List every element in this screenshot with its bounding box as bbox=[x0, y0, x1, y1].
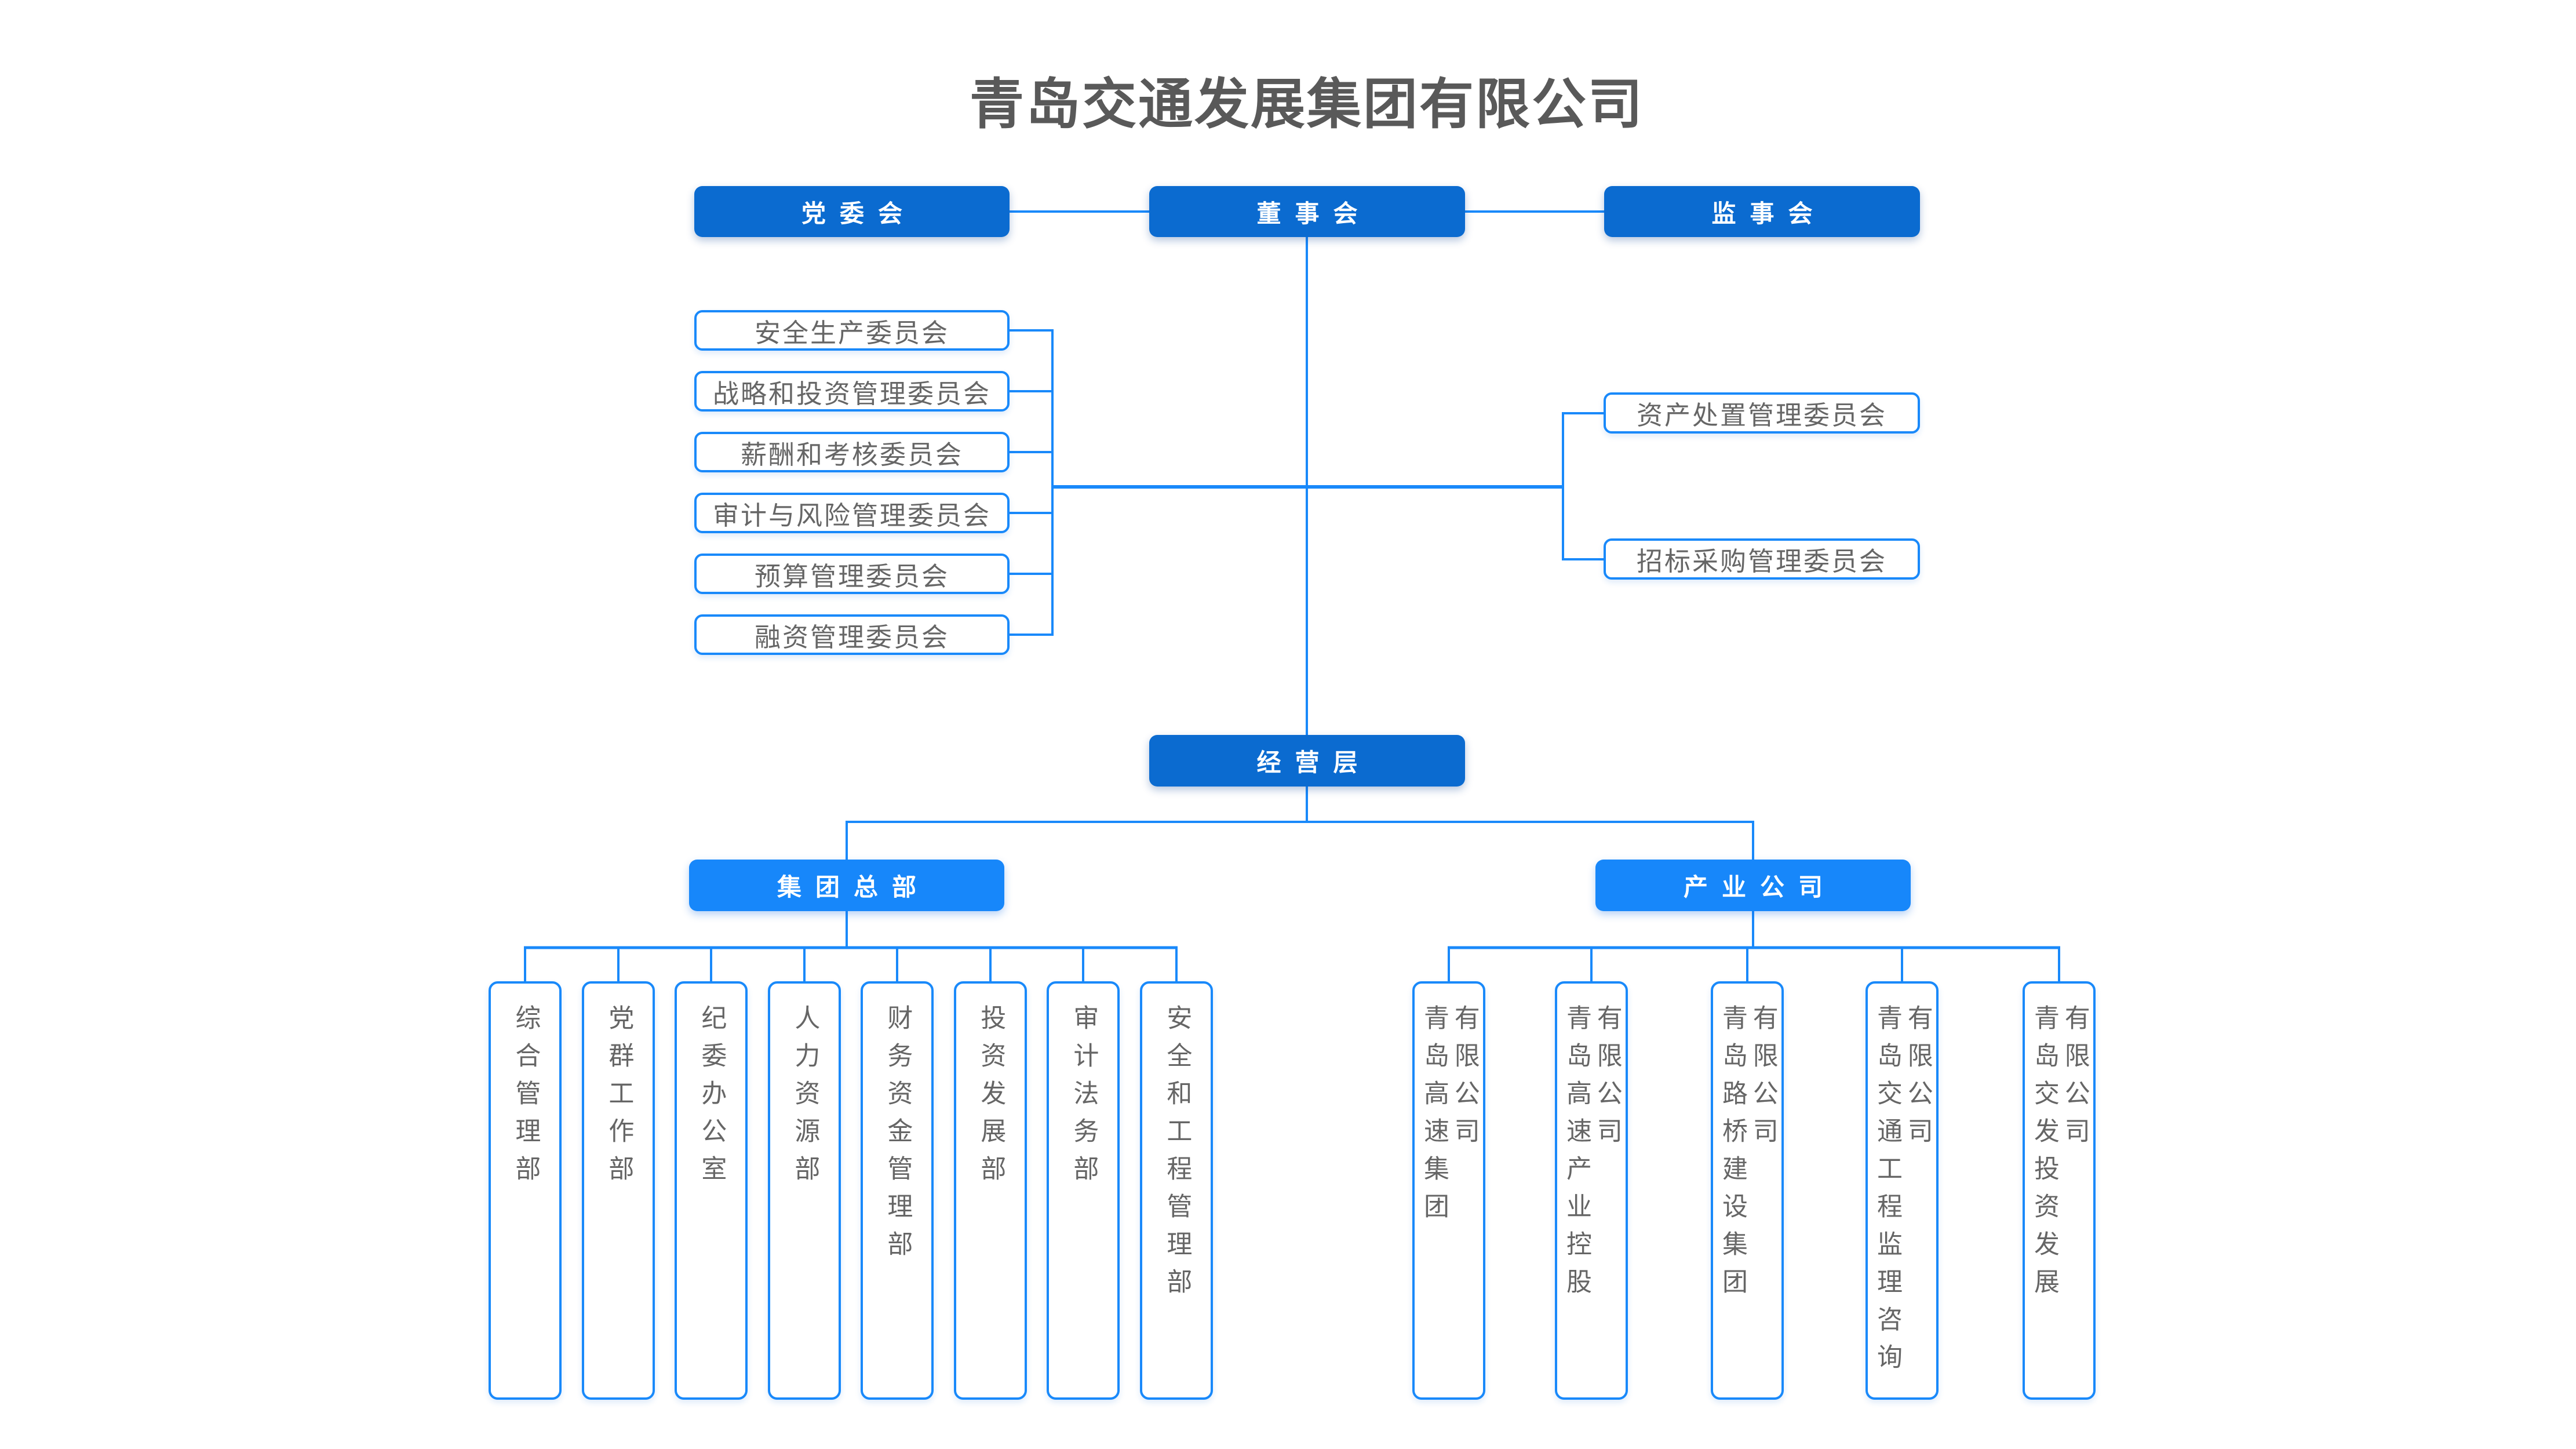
department-distributor-links bbox=[524, 946, 1178, 982]
dept-label: 综合管理部 bbox=[511, 1004, 540, 1193]
company-box-engineering-supervision-consulting: 青岛交通工程监理咨询 有限公司 bbox=[1865, 981, 1939, 1400]
dept-box-safety-engineering: 安全和工程管理部 bbox=[1140, 981, 1213, 1400]
dept-box-general-admin: 综合管理部 bbox=[489, 981, 562, 1400]
company-box-expressway-industry-holding: 青岛高速产业控股 有限公司 bbox=[1555, 981, 1628, 1400]
committee-label: 资产处置管理委员会 bbox=[1636, 401, 1887, 430]
branch-split-links bbox=[846, 821, 1754, 949]
company-name: 青岛交发投资发展 bbox=[2030, 1004, 2058, 1306]
board-of-directors-label: 董事会 bbox=[1256, 199, 1372, 227]
committee-label: 战略和投资管理委员会 bbox=[712, 378, 991, 409]
company-name: 青岛高速产业控股 bbox=[1562, 1004, 1591, 1306]
company-suffix: 有限公司 bbox=[1903, 1004, 1932, 1155]
company-box-jiaofa-investment-development: 青岛交发投资发展 有限公司 bbox=[2023, 981, 2096, 1400]
box-board-of-directors: 董事会 bbox=[1149, 186, 1465, 237]
left-committee-links bbox=[1008, 329, 1054, 636]
box-committee-financing-management: 融资管理委员会 bbox=[694, 614, 1010, 655]
company-distributor-links bbox=[1448, 946, 2060, 982]
company-name: 青岛路桥建设集团 bbox=[1718, 1004, 1747, 1306]
company-box-expressway-group: 青岛高速集团 有限公司 bbox=[1412, 981, 1485, 1400]
dept-box-party-mass-work: 党群工作部 bbox=[582, 981, 655, 1400]
box-management-level: 经营层 bbox=[1149, 735, 1465, 787]
dept-label: 安全和工程管理部 bbox=[1163, 1004, 1192, 1306]
committee-label: 审计与风险管理委员会 bbox=[712, 500, 991, 530]
supervisory-board-label: 监事会 bbox=[1711, 199, 1827, 227]
dept-label: 财务资金管理部 bbox=[883, 1004, 912, 1268]
box-group-headquarters: 集团总部 bbox=[689, 860, 1004, 911]
right-committee-links bbox=[1562, 412, 1605, 560]
box-committee-budget-management: 预算管理委员会 bbox=[694, 554, 1010, 594]
box-supervisory-board: 监事会 bbox=[1604, 186, 1920, 237]
box-committee-audit-risk: 审计与风险管理委员会 bbox=[694, 493, 1010, 533]
box-party-committee: 党委会 bbox=[694, 186, 1010, 237]
committee-label: 安全生产委员会 bbox=[754, 318, 949, 348]
company-suffix: 有限公司 bbox=[2060, 1004, 2089, 1155]
management-level-label: 经营层 bbox=[1256, 749, 1372, 776]
industry-companies-label: 产业公司 bbox=[1683, 873, 1837, 901]
box-committee-asset-disposal: 资产处置管理委员会 bbox=[1604, 392, 1920, 434]
dept-label: 纪委办公室 bbox=[697, 1004, 726, 1193]
dept-box-audit-legal: 审计法务部 bbox=[1047, 981, 1120, 1400]
company-name: 青岛高速集团 bbox=[1420, 1004, 1448, 1230]
party-committee-label: 党委会 bbox=[801, 199, 916, 227]
company-suffix: 有限公司 bbox=[1593, 1004, 1622, 1155]
box-committee-bidding-procurement: 招标采购管理委员会 bbox=[1604, 538, 1920, 580]
group-headquarters-label: 集团总部 bbox=[777, 873, 930, 901]
dept-label: 党群工作部 bbox=[604, 1004, 633, 1193]
committee-label: 薪酬和考核委员会 bbox=[740, 439, 963, 469]
box-industry-companies: 产业公司 bbox=[1595, 860, 1911, 911]
dept-label: 投资发展部 bbox=[977, 1004, 1005, 1193]
committee-label: 融资管理委员会 bbox=[754, 622, 949, 652]
committee-label: 预算管理委员会 bbox=[754, 561, 949, 591]
dept-label: 人力资源部 bbox=[790, 1004, 819, 1193]
dept-box-discipline-office: 纪委办公室 bbox=[675, 981, 748, 1400]
dept-label: 审计法务部 bbox=[1069, 1004, 1098, 1193]
committee-label: 招标采购管理委员会 bbox=[1636, 547, 1887, 576]
page-title: 青岛交通发展集团有限公司 bbox=[969, 74, 1645, 134]
box-committee-compensation-assessment: 薪酬和考核委员会 bbox=[694, 432, 1010, 472]
company-suffix: 有限公司 bbox=[1748, 1004, 1777, 1155]
dept-box-human-resources: 人力资源部 bbox=[768, 981, 841, 1400]
box-committee-safety-production: 安全生产委员会 bbox=[694, 310, 1010, 351]
company-box-road-bridge-construction: 青岛路桥建设集团 有限公司 bbox=[1711, 981, 1784, 1400]
dept-box-finance-treasury: 财务资金管理部 bbox=[861, 981, 934, 1400]
company-suffix: 有限公司 bbox=[1450, 1004, 1479, 1155]
dept-box-investment-development: 投资发展部 bbox=[954, 981, 1027, 1400]
box-committee-strategy-investment: 战略和投资管理委员会 bbox=[694, 371, 1010, 412]
company-name: 青岛交通工程监理咨询 bbox=[1873, 1004, 1901, 1381]
